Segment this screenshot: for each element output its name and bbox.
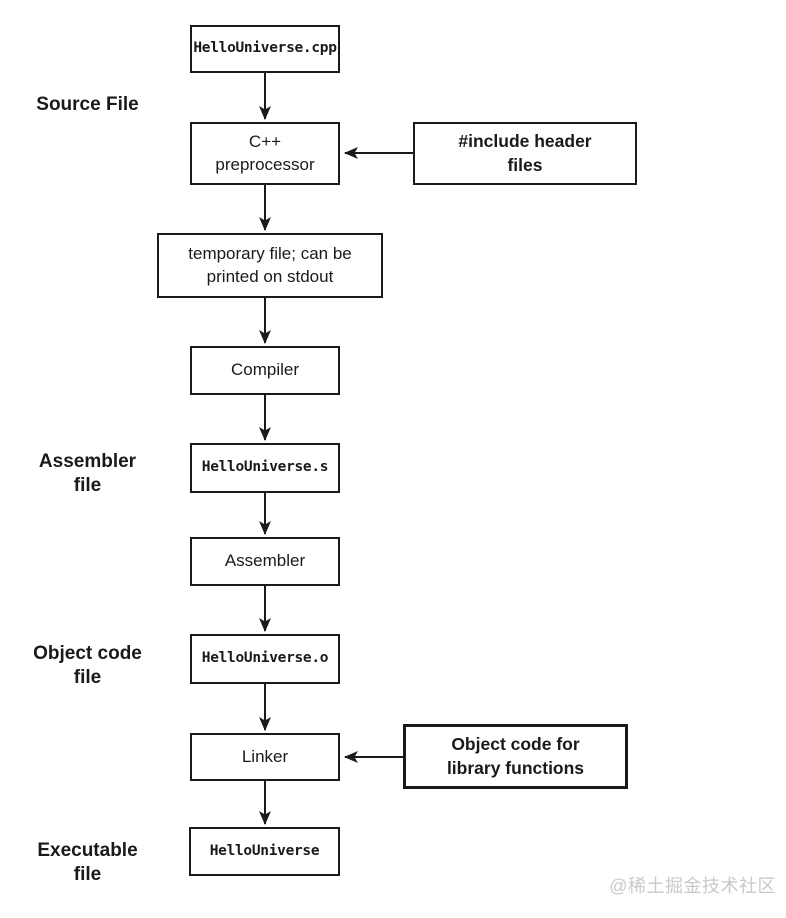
node-assembler: Assembler [190, 537, 340, 586]
node-source-file: HelloUniverse.cpp [190, 25, 340, 73]
node-preprocessor: C++ preprocessor [190, 122, 340, 185]
watermark: @稀土掘金技术社区 [609, 876, 776, 896]
label-executable-file: Executable file [37, 840, 138, 885]
node-compiler: Compiler [190, 346, 340, 395]
node-temporary-file: temporary file; can be printed on stdout [157, 233, 383, 298]
node-object-file: HelloUniverse.o [190, 634, 340, 684]
label-object-code-file: Object code file [33, 643, 142, 688]
label-source-file: Source File [36, 94, 139, 115]
label-assembler-file: Assembler file [38, 451, 137, 496]
node-executable: HelloUniverse [189, 827, 340, 876]
node-object-library: Object code for library functions [403, 724, 628, 789]
node-assembly-file: HelloUniverse.s [190, 443, 340, 493]
node-include-headers: #include header files [413, 122, 637, 185]
node-linker: Linker [190, 733, 340, 781]
